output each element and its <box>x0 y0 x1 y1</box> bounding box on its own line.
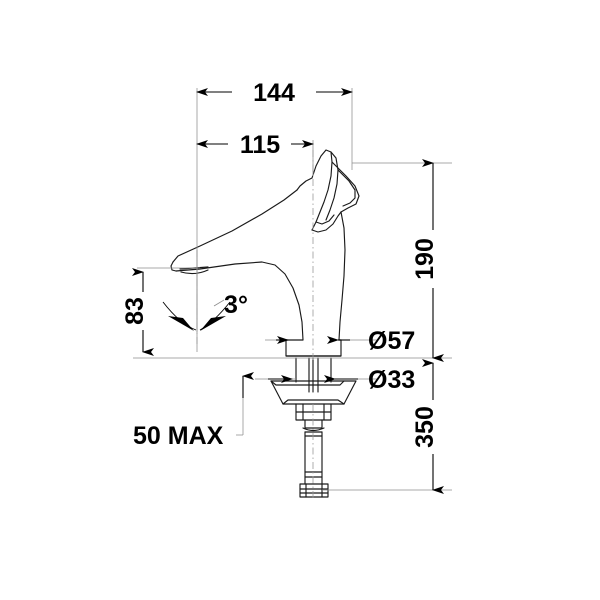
faucet-body-outline <box>170 149 360 498</box>
dim-label-83: 83 <box>121 297 149 325</box>
dim-arc-angle <box>162 301 197 331</box>
dim-label-50max: 50 MAX <box>133 422 224 450</box>
dim-label-d57: Ø57 <box>368 327 415 355</box>
dim-label-d33: Ø33 <box>368 366 415 394</box>
dimension-labels: 144 115 83 3° 190 350 Ø57 Ø33 50 MAX <box>121 79 439 450</box>
dim-label-115: 115 <box>240 131 280 159</box>
dim-label-190: 190 <box>411 238 439 280</box>
dimension-lines <box>132 88 444 494</box>
dim-label-144: 144 <box>253 79 295 107</box>
dim-label-350: 350 <box>411 406 439 448</box>
dim-label-angle: 3° <box>224 291 248 319</box>
